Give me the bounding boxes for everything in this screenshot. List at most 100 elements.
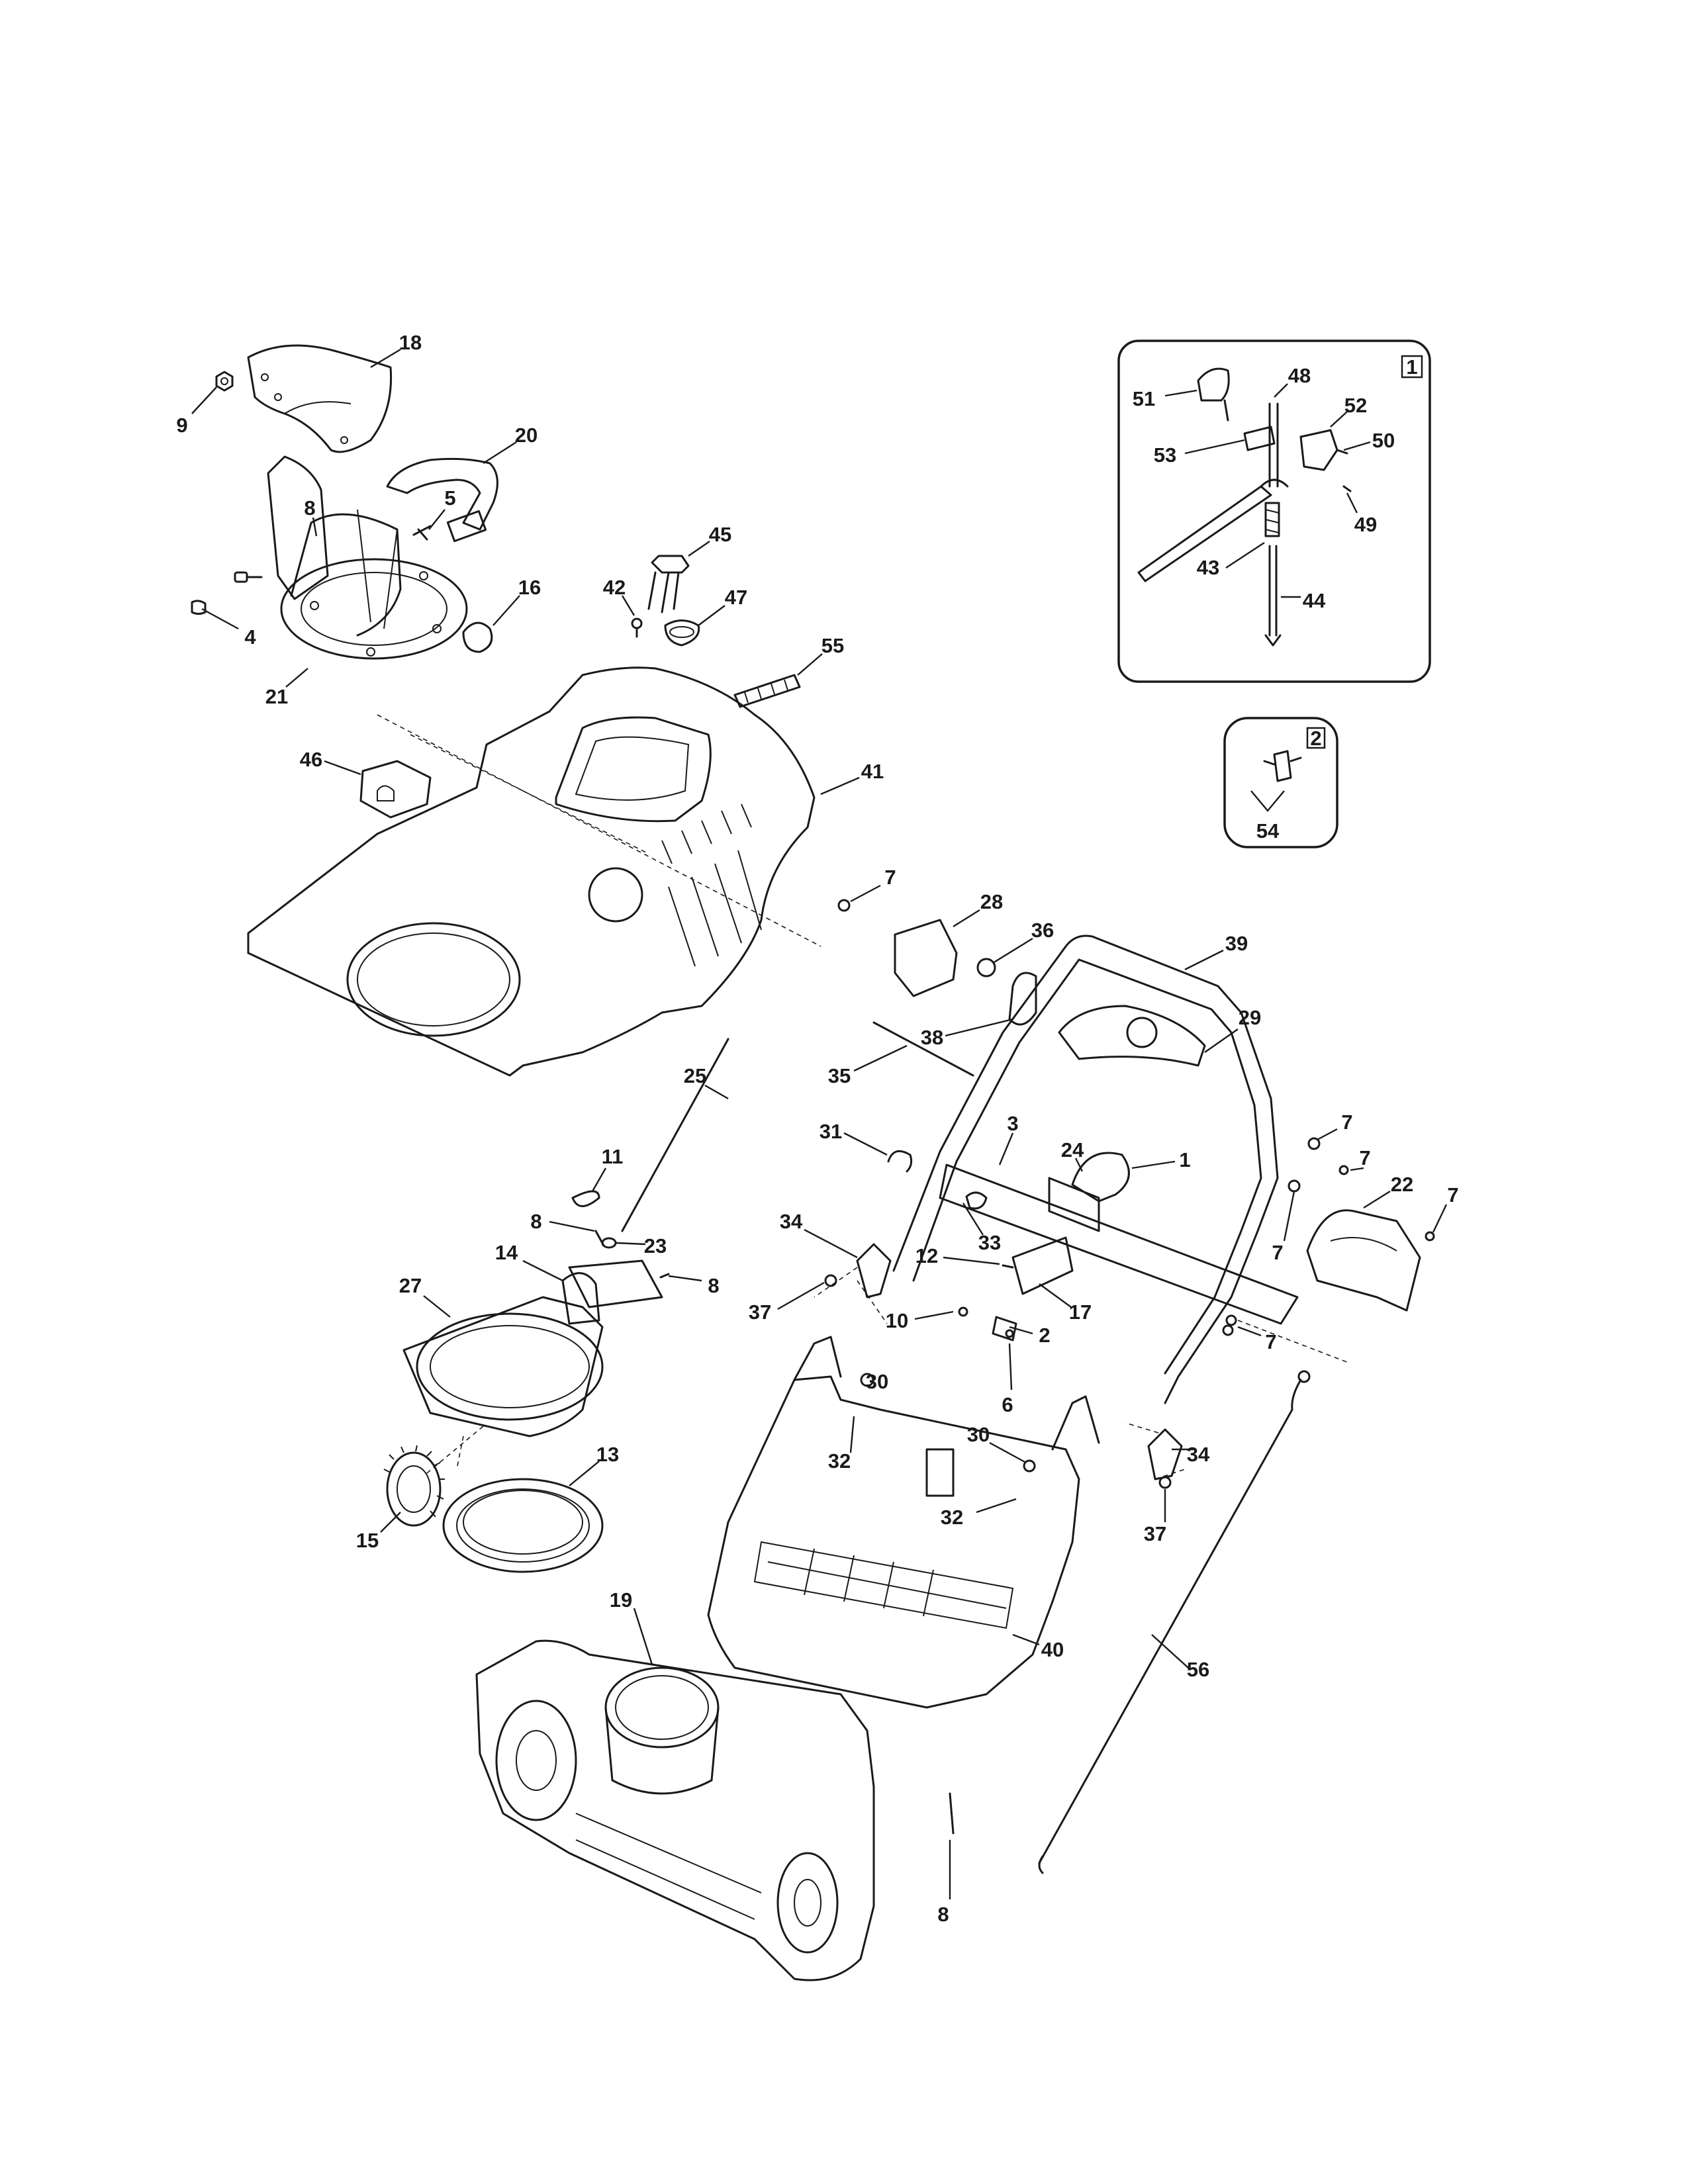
callout-leader-line (1039, 1283, 1072, 1308)
callout-leader-line (191, 387, 217, 414)
callout-label-part-51: 51 (1133, 387, 1155, 410)
callout-label-part-27: 27 (399, 1274, 422, 1297)
inset-2-panel: 2 (1223, 717, 1338, 848)
lower-frame-part-40 (707, 1336, 1100, 1709)
callout-label-part-55: 55 (821, 634, 844, 657)
callout-leader-line (201, 608, 239, 630)
callout-label-part-25: 25 (684, 1064, 706, 1087)
bracket-part-46 (359, 760, 432, 819)
gear-part-15 (383, 1445, 445, 1527)
callout-leader-line (1012, 1633, 1040, 1646)
callout-label-part-48: 48 (1288, 364, 1311, 387)
callout-label-part-15: 15 (356, 1529, 379, 1552)
callout-label-part-44: 44 (1303, 589, 1326, 612)
chute-fasteners (191, 371, 493, 653)
ring-part-13 (442, 1478, 604, 1573)
shroud-hardware-parts (631, 555, 801, 708)
callout-label-part-7: 7 (1265, 1330, 1276, 1353)
callout-leader-line (850, 884, 881, 903)
callout-label-part-1: 1 (1179, 1148, 1190, 1171)
callout-label-part-7: 7 (1359, 1146, 1370, 1169)
callout-label-part-53: 53 (1154, 443, 1176, 467)
callout-label-part-34: 34 (780, 1210, 803, 1233)
callout-label-part-43: 43 (1197, 556, 1219, 579)
callout-label-part-3: 3 (1007, 1112, 1018, 1135)
callout-leader-line (312, 517, 318, 537)
callout-label-part-4: 4 (244, 625, 256, 649)
callout-leader-line (1283, 1191, 1295, 1242)
upper-handle-part (892, 934, 1279, 1404)
alignment-lines (423, 1267, 1351, 1480)
callout-leader-line (962, 1203, 984, 1236)
callout-leader-line (998, 1132, 1014, 1165)
chute-handle-part (386, 457, 498, 543)
callout-leader-line (698, 605, 726, 626)
callout-leader-line (914, 1310, 954, 1320)
callout-leader-line (1184, 949, 1224, 971)
callout-leader-line (1008, 1343, 1013, 1390)
callout-label-part-19: 19 (610, 1588, 632, 1612)
inset-2-tag-box (1306, 727, 1326, 749)
cable-part-56 (1038, 1370, 1311, 1874)
callout-leader-line (1350, 1167, 1364, 1171)
callout-label-part-8: 8 (708, 1274, 719, 1297)
shroud-cover-part (247, 666, 821, 1077)
callout-leader-line (989, 1441, 1027, 1464)
callout-label-part-31: 31 (820, 1120, 842, 1143)
callout-leader-line (1151, 1634, 1189, 1668)
callout-label-part-45: 45 (709, 523, 731, 546)
callout-leader-line (820, 776, 860, 796)
callout-label-part-24: 24 (1061, 1138, 1084, 1161)
callout-leader-line (1346, 492, 1358, 514)
callout-label-part-36: 36 (1031, 919, 1054, 942)
callout-leader-line (1237, 1326, 1262, 1337)
callout-leader-line (285, 668, 308, 688)
callout-label-part-39: 39 (1225, 932, 1248, 955)
callout-leader-line (777, 1281, 825, 1310)
callout-leader-line (621, 595, 635, 616)
callout-label-part-8: 8 (937, 1903, 949, 1926)
callout-label-part-40: 40 (1041, 1638, 1064, 1661)
callout-leader-line (522, 1259, 563, 1282)
callout-leader-line (370, 348, 401, 369)
callout-leader-line (804, 1228, 858, 1259)
callout-leader-line (569, 1461, 600, 1486)
callout-leader-line (953, 909, 980, 928)
handle-hardware-upper (872, 919, 1037, 1173)
callout-leader-line (591, 1167, 607, 1192)
callout-label-part-16: 16 (518, 576, 541, 599)
callout-leader-line (1432, 1204, 1448, 1233)
inset-1-tag: 1 (1406, 355, 1417, 379)
callout-label-part-12: 12 (915, 1244, 938, 1267)
callout-leader-line (1204, 1028, 1239, 1053)
callout-leader-line (1184, 439, 1245, 455)
callout-leader-line (797, 653, 823, 676)
callout-leader-line (615, 1242, 646, 1246)
callout-label-part-7: 7 (884, 866, 896, 889)
callout-label-part-37: 37 (1144, 1522, 1166, 1545)
inset-1-panel: 1 (1117, 340, 1431, 683)
callout-label-part-46: 46 (300, 748, 322, 771)
callout-label-part-47: 47 (725, 586, 747, 609)
callout-label-part-7: 7 (1272, 1241, 1283, 1264)
callout-leader-line (1225, 541, 1265, 569)
callout-label-part-20: 20 (515, 424, 538, 447)
callout-label-part-9: 9 (176, 414, 187, 437)
callout-label-part-7: 7 (1447, 1183, 1458, 1206)
callout-label-part-10: 10 (886, 1309, 908, 1332)
crossbar-and-controls (939, 1152, 1299, 1325)
callout-label-part-22: 22 (1391, 1173, 1413, 1196)
callout-leader-line (849, 1416, 855, 1453)
callout-leader-line (428, 509, 445, 530)
callout-label-part-23: 23 (644, 1234, 667, 1257)
auger-plate-part-27 (402, 1296, 604, 1437)
callout-leader-line (668, 1275, 702, 1282)
callout-label-part-17: 17 (1069, 1300, 1092, 1324)
inset-1-tag-box (1401, 355, 1423, 379)
callout-label-part-32: 32 (941, 1506, 963, 1529)
callout-leader-line (324, 760, 361, 776)
callout-label-part-21: 21 (265, 685, 288, 708)
callout-label-part-54: 54 (1256, 819, 1280, 842)
callout-leader-line (633, 1608, 653, 1665)
